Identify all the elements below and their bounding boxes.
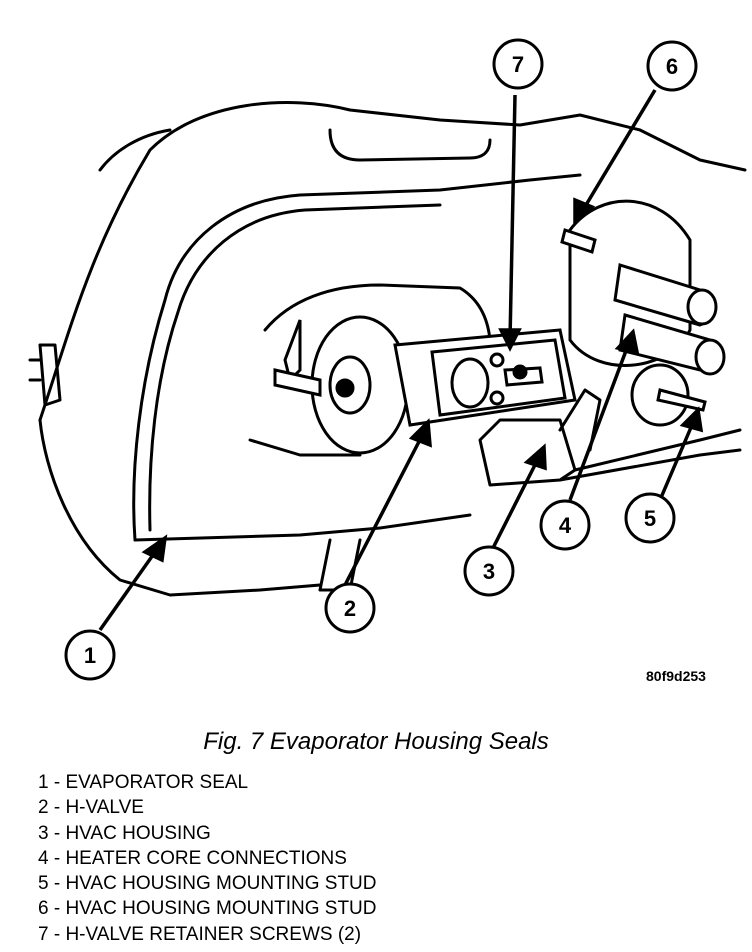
legend-item: 7 - H-VALVE RETAINER SCREWS (2) [38,923,362,945]
legend-item: 1 - EVAPORATOR SEAL [38,772,249,793]
svg-text:7: 7 [512,52,524,77]
legend-item: 5 - HVAC HOUSING MOUNTING STUD [38,873,377,895]
legend-item: 4 - HEATER CORE CONNECTIONS [38,847,347,869]
callout-6: 6 [646,40,698,92]
callout-arrows [98,89,704,632]
callout-3: 3 [463,545,515,597]
svg-text:4: 4 [559,513,572,538]
evaporator-housing-illustration: 1 2 3 4 5 6 7 [28,38,747,681]
legend-item: 3 - HVAC HOUSING [38,822,211,844]
callout-1: 1 [64,629,116,681]
parts-legend: 1 - EVAPORATOR SEAL 2 - H-VALVE 3 - HVAC… [38,770,377,947]
callout-7: 7 [492,38,544,90]
blower-wheel [273,315,410,455]
svg-text:3: 3 [483,559,495,584]
svg-text:1: 1 [84,643,96,668]
svg-text:5: 5 [644,506,656,531]
figure-id: 80f9d253 [646,668,706,684]
heater-core-tubes [560,199,726,427]
callout-5: 5 [624,492,676,544]
legend-item: 6 - HVAC HOUSING MOUNTING STUD [38,898,377,920]
callout-4: 4 [539,499,591,551]
figure-caption: Fig. 7 Evaporator Housing Seals [203,728,549,755]
svg-text:2: 2 [344,596,356,621]
svg-text:6: 6 [666,54,678,79]
h-valve-body [393,328,577,427]
callout-2: 2 [324,582,376,634]
legend-item: 2 - H-VALVE [38,797,144,819]
